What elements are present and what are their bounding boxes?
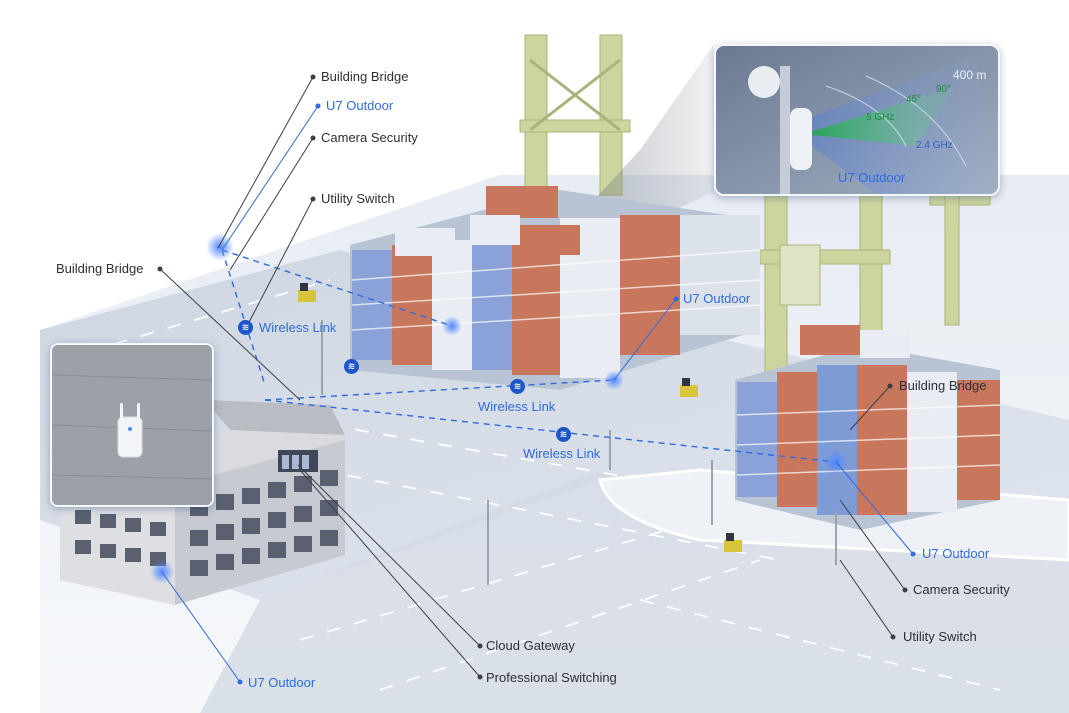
callout-lines-dark xyxy=(159,76,906,678)
label-utility-switch-top: Utility Switch xyxy=(321,191,395,206)
label-u7-outdoor-bottom: U7 Outdoor xyxy=(248,675,316,690)
inset-coverage: 400 m 90° 45° 5 GHz 2.4 GHz U7 Outdoor xyxy=(714,44,1000,196)
label-camera-security-right: Camera Security xyxy=(913,582,1010,597)
wifi-icon: ≋ xyxy=(510,379,525,394)
label-wireless-link-3: Wireless Link xyxy=(523,446,601,461)
callout-dots-dark xyxy=(157,74,908,680)
callout-lines-blue xyxy=(161,105,914,683)
crane xyxy=(519,34,991,391)
inset-angle-45: 45° xyxy=(906,94,922,105)
wireless-link-1: ≋ Wireless Link xyxy=(238,320,336,335)
label-building-bridge-top: Building Bridge xyxy=(321,69,409,84)
inset-band-24ghz: 2.4 GHz xyxy=(916,140,953,151)
label-building-bridge-left: Building Bridge xyxy=(56,261,144,276)
wifi-icon: ≋ xyxy=(556,427,571,442)
inset-wall-ap xyxy=(50,343,214,507)
label-u7-outdoor-right: U7 Outdoor xyxy=(922,546,990,561)
wireless-link-icon-2: ≋ xyxy=(510,379,525,394)
label-utility-switch-right: Utility Switch xyxy=(903,629,977,644)
inset-distance: 400 m xyxy=(953,68,987,82)
callout-dots-blue xyxy=(237,103,916,685)
inset-wall-art xyxy=(52,345,212,505)
wireless-link-icon-3: ≋ xyxy=(556,427,571,442)
forklift xyxy=(298,283,742,552)
label-camera-security-top: Camera Security xyxy=(321,130,418,145)
wireless-link-icon-only: ≋ xyxy=(344,359,359,374)
wireless-links xyxy=(221,249,837,463)
container-stack-center xyxy=(350,186,761,390)
container-stack-right xyxy=(735,325,1001,530)
label-professional-switching: Professional Switching xyxy=(486,670,617,685)
inset-angle-90: 90° xyxy=(936,84,952,95)
inset-device-label: U7 Outdoor xyxy=(838,170,906,185)
label-building-bridge-right: Building Bridge xyxy=(899,378,987,393)
inset-art xyxy=(716,46,998,194)
label-u7-outdoor-mid: U7 Outdoor xyxy=(683,291,751,306)
wireless-link-label: Wireless Link xyxy=(259,320,337,335)
label-u7-outdoor-top: U7 Outdoor xyxy=(326,98,394,113)
inset-band-5ghz: 5 GHz xyxy=(866,112,895,123)
wifi-icon: ≋ xyxy=(238,320,253,335)
light-poles xyxy=(321,320,837,585)
label-cloud-gateway: Cloud Gateway xyxy=(486,638,575,653)
label-wireless-link-2: Wireless Link xyxy=(478,399,556,414)
wifi-icon: ≋ xyxy=(344,359,359,374)
